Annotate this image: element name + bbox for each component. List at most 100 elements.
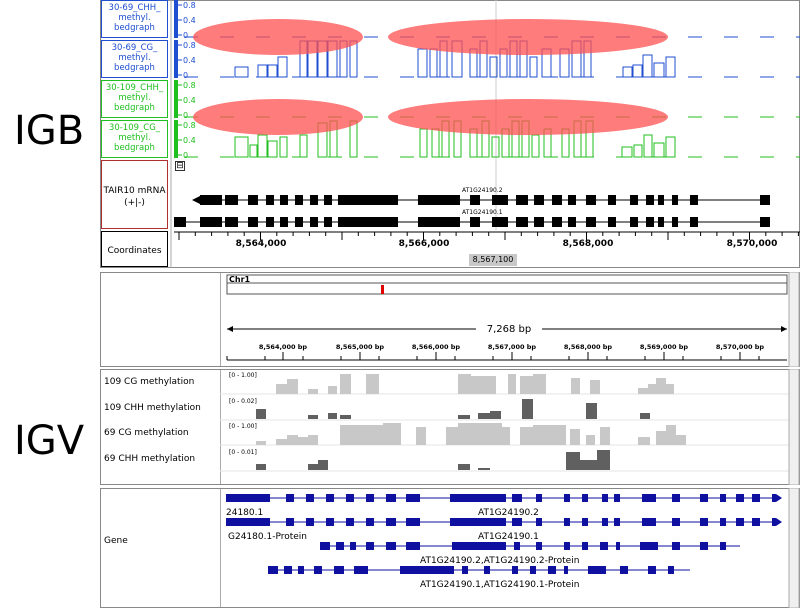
igb-transcript-1-exon: [338, 217, 398, 227]
igv-track-name-69-chh[interactable]: 69 CHH methylation: [104, 454, 196, 464]
igb-section-label: IGB: [14, 108, 85, 154]
igb-transcript-1-exon: [516, 217, 528, 227]
igb-cg-bar-109: [249, 144, 258, 158]
igv-gene-row-4-exon: [298, 566, 304, 574]
igb-scale-tick-label: 0.8: [183, 41, 196, 50]
igb-cg-bar-109: [621, 146, 633, 158]
igv-coverage-bar: [340, 374, 351, 394]
igv-coverage-bar: [256, 464, 266, 470]
igv-gene-row-2-exon: [286, 518, 294, 526]
igb-gene-track-label[interactable]: TAIR10 mRNA (+|-): [101, 160, 168, 229]
igv-gene-row-2-exon: [512, 518, 522, 526]
igv-gene-row-3-exon: [386, 542, 396, 550]
igv-gene-row-2-exon: [366, 518, 374, 526]
igv-ruler-panel: [100, 272, 800, 367]
igv-gene-row-1-exon: [512, 494, 522, 502]
igv-gene-row-4-exon: [400, 566, 454, 574]
igv-gene-row-3-exon: [406, 542, 420, 550]
igv-gene-row-2-exon: [700, 518, 708, 526]
igv-gene-row-4-exon: [530, 566, 536, 574]
igv-coverage-bar: [570, 429, 580, 445]
igv-coverage-bar: [638, 388, 648, 394]
igv-coverage-bar: [351, 425, 383, 445]
igb-track-label-109-cg[interactable]: 30-109_CG_ methyl. bedgraph: [101, 120, 168, 158]
igv-track-range: [0 - 1.00]: [229, 372, 257, 379]
igb-transcript-1-exon: [266, 217, 274, 227]
chromosome-name: Chr1: [229, 275, 251, 284]
igv-track-name-109-cg[interactable]: 109 CG methylation: [104, 377, 195, 387]
collapse-toggle-icon[interactable]: ⊟: [175, 161, 185, 171]
igv-coverage-bar: [586, 435, 595, 445]
igb-cg-bar-109: [234, 136, 249, 158]
igv-coverage-bar: [600, 427, 610, 445]
igv-gene-row-1-exon: [406, 494, 420, 502]
igb-transcript-1-exon: [200, 217, 222, 227]
combined-label-t2: AT1G24190.2,AT1G24190.2-Protein: [420, 556, 579, 566]
igv-coverage-bar: [490, 411, 501, 419]
igv-gene-row-2-exon: [536, 518, 542, 526]
igv-coverage-bar: [458, 423, 482, 445]
igb-cg-bar-109: [349, 120, 358, 158]
igv-gene-track-name[interactable]: Gene: [104, 536, 128, 546]
igb-cg-bar-109: [279, 136, 288, 158]
igb-transcript-1-exon: [310, 217, 318, 227]
igv-gene-row-4-exon: [462, 566, 468, 574]
igb-transcript-2-exon: [672, 195, 678, 205]
igb-cg-bar-69: [267, 64, 278, 78]
igb-cg-bar-69: [277, 56, 288, 78]
igb-track-label-109-chh[interactable]: 30-109_CHH_ methyl. bedgraph: [101, 80, 168, 118]
igv-coverage-bar: [276, 384, 287, 394]
igb-cg-bar-109: [257, 134, 268, 158]
igb-transcript-1-exon: [690, 217, 698, 227]
igv-gene-row-2-exon: [406, 518, 420, 526]
igb-transcript-1-exon: [418, 217, 460, 227]
igv-gene-row-2-exon: [564, 518, 570, 526]
igv-gene-row-1-exon: [564, 494, 570, 502]
igb-scale-tick-label: 0: [183, 31, 188, 40]
igv-coverage-bar: [533, 374, 546, 394]
igv-gene-row-4-exon: [620, 566, 628, 574]
igv-gene-row-1-exon: [736, 494, 744, 502]
igb-transcript-1-exon: [608, 217, 616, 227]
igv-gene-row-1-exon: [286, 494, 294, 502]
igv-coverage-bar: [638, 437, 650, 445]
igb-transcript-2-exon: [248, 195, 258, 205]
igv-coverage-bar: [478, 468, 490, 470]
igv-coverage-bar: [340, 415, 351, 419]
igv-gene-row-2-exon: [752, 518, 760, 526]
igb-track-label-69-cg[interactable]: 30-69_CG_ methyl. bedgraph: [101, 40, 168, 78]
igb-scale-bar: [174, 0, 178, 38]
igb-transcript-2-exon: [552, 195, 562, 205]
igv-gene-row-3-exon: [366, 542, 374, 550]
span-label: 7,268 bp: [487, 324, 532, 335]
igv-gene-row-3-exon: [582, 542, 588, 550]
igb-track-label-69-chh[interactable]: 30-69_CHH_ methyl. bedgraph: [101, 0, 168, 38]
igv-gene-row-2-exon: [672, 518, 680, 526]
strand-arrow-icon: [776, 494, 782, 502]
igb-cg-bar-109: [665, 136, 676, 158]
igb-transcript-2-exon: [646, 195, 654, 205]
igv-gene-row-4-exon: [648, 566, 656, 574]
igv-gene-row-1-exon: [602, 494, 608, 502]
igv-gene-row-4-exon: [314, 566, 322, 574]
igv-gene-row-3-exon: [672, 542, 680, 550]
igb-transcript-1-exon: [658, 217, 664, 227]
igb-coordinates-label[interactable]: Coordinates: [101, 231, 168, 267]
igv-gene-row-2-exon: [614, 518, 620, 526]
strand-arrow-icon: [776, 518, 782, 526]
igv-gene-row-4-exon: [354, 566, 368, 574]
igv-track-name-109-chh[interactable]: 109 CHH methylation: [104, 403, 201, 413]
igv-gene-row-1-exon: [226, 494, 270, 502]
igb-cg-bar-109: [267, 140, 278, 158]
igv-coverage-bar: [256, 409, 266, 419]
igv-coverage-bar: [458, 464, 470, 470]
igv-gene-row-4-exon: [564, 566, 568, 574]
igv-coverage-bar: [328, 386, 337, 394]
igb-axis-tick-label: 8,568,000: [563, 239, 614, 249]
igv-coverage-bar: [308, 464, 318, 470]
igb-transcript-2-exon: [760, 195, 770, 205]
igv-gene-row-2-exon: [306, 518, 314, 526]
igv-gene-row-4-exon: [668, 566, 674, 574]
igv-track-name-69-cg[interactable]: 69 CG methylation: [104, 428, 189, 438]
igv-track-range: [0 - 0.01]: [229, 449, 257, 456]
